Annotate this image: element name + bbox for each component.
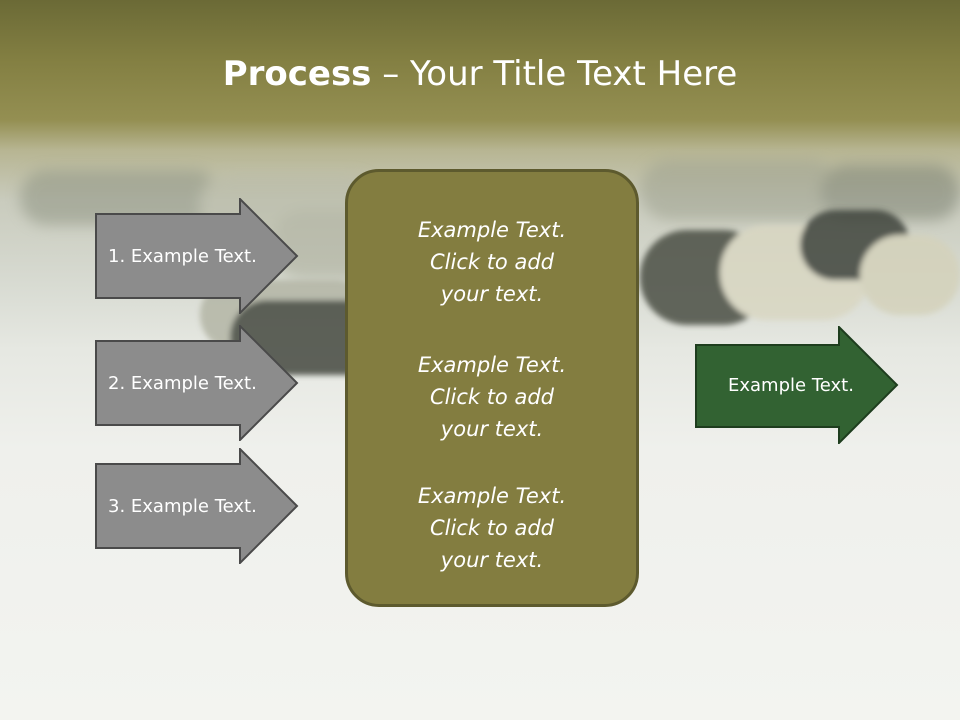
paragraph-line: Click to add: [429, 516, 554, 540]
arrow-shape: [95, 198, 299, 314]
center-paragraph-1: Example Text. Click to add your text.: [348, 214, 636, 310]
paragraph-line: your text.: [440, 417, 544, 441]
center-text-box: Example Text. Click to add your text. Ex…: [345, 169, 639, 607]
center-paragraph-2: Example Text. Click to add your text.: [348, 349, 636, 445]
left-arrow-1: 1. Example Text.: [95, 198, 300, 314]
paragraph-line: Click to add: [429, 250, 554, 274]
right-arrow: Example Text.: [695, 326, 900, 444]
left-arrow-label: 1. Example Text.: [108, 245, 257, 267]
left-arrow-label: 2. Example Text.: [108, 372, 257, 394]
arrow-shape: [95, 448, 299, 564]
slide-title: Process – Your Title Text Here: [0, 52, 960, 96]
paragraph-line: Click to add: [429, 385, 554, 409]
slide-title-bold: Process: [222, 54, 372, 94]
right-arrow-label: Example Text.: [728, 374, 854, 396]
arrow-shape: [95, 325, 299, 441]
left-arrow-label: 3. Example Text.: [108, 495, 257, 517]
paragraph-line: Example Text.: [417, 353, 567, 377]
left-arrow-2: 2. Example Text.: [95, 325, 300, 441]
paragraph-line: Example Text.: [417, 218, 567, 242]
paragraph-line: your text.: [440, 282, 544, 306]
slide-title-rest: – Your Title Text Here: [371, 54, 738, 94]
arrow-shape: [695, 326, 899, 444]
paragraph-line: Example Text.: [417, 484, 567, 508]
paragraph-line: your text.: [440, 548, 544, 572]
center-paragraph-3: Example Text. Click to add your text.: [348, 480, 636, 576]
left-arrow-3: 3. Example Text.: [95, 448, 300, 564]
